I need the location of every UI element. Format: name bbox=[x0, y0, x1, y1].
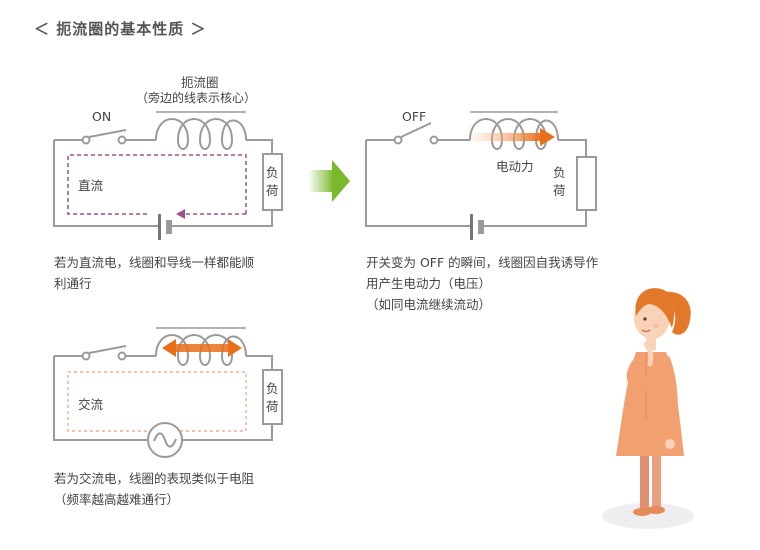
dc-current-label: 直流 bbox=[78, 178, 104, 193]
off-load-label-2: 荷 bbox=[553, 183, 566, 198]
ac-load bbox=[262, 369, 283, 425]
ac-source-icon bbox=[147, 422, 183, 458]
girl-illustration bbox=[602, 288, 694, 529]
off-caption-line-2: 用产生电动力（电压） bbox=[366, 276, 492, 291]
dc-caption-line-2: 利通行 bbox=[54, 276, 92, 291]
next-arrow-icon bbox=[308, 160, 350, 202]
dc-caption: 若为直流电，线圈和导线一样都能顺 利通行 bbox=[54, 252, 254, 294]
dc-switch bbox=[81, 129, 127, 145]
off-load bbox=[576, 156, 597, 211]
off-caption: 开关变为 OFF 的瞬间，线圈因自我诱导作 用产生电动力（电压） （如同电流继续… bbox=[366, 252, 598, 315]
dc-current-path bbox=[67, 154, 247, 215]
off-switch bbox=[393, 122, 439, 145]
dc-current-arrow bbox=[176, 209, 185, 219]
ac-coil bbox=[155, 334, 247, 366]
ac-caption-line-1: 若为交流电，线圈的表现类似于电阻 bbox=[54, 471, 255, 486]
off-circuit bbox=[365, 111, 587, 227]
ac-load-label-2: 荷 bbox=[266, 399, 279, 414]
dc-load-label-1: 负 bbox=[266, 165, 279, 180]
ac-caption-line-2: （频率越高越难通行） bbox=[54, 492, 180, 507]
emf-arrow bbox=[472, 128, 555, 146]
dc-switch-label: ON bbox=[92, 109, 111, 124]
page-title: ＜ 扼流圈的基本性质 ＞ bbox=[34, 20, 207, 38]
dc-load-label-2: 荷 bbox=[266, 183, 279, 198]
ac-caption: 若为交流电，线圈的表现类似于电阻 （频率越高越难通行） bbox=[54, 468, 254, 510]
ac-load-label-1: 负 bbox=[266, 381, 279, 396]
off-caption-line-3: （如同电流继续流动） bbox=[366, 297, 492, 312]
ac-circuit bbox=[53, 327, 273, 441]
dc-coil-note: （旁边的线表示核心） bbox=[136, 90, 256, 105]
dc-circuit bbox=[53, 111, 273, 227]
ac-switch bbox=[81, 345, 127, 361]
dc-load bbox=[262, 153, 283, 211]
off-switch-label: OFF bbox=[402, 109, 426, 124]
dc-coil bbox=[155, 118, 247, 150]
off-caption-line-1: 开关变为 OFF 的瞬间，线圈因自我诱导作 bbox=[366, 255, 599, 270]
off-battery bbox=[470, 214, 484, 240]
emf-label: 电动力 bbox=[496, 159, 534, 174]
ac-double-arrow bbox=[162, 339, 242, 357]
off-load-label-1: 负 bbox=[553, 165, 566, 180]
dc-coil-label: 扼流圈 bbox=[181, 75, 219, 90]
ac-current-label: 交流 bbox=[78, 397, 104, 412]
dc-caption-line-1: 若为直流电，线圈和导线一样都能顺 bbox=[54, 255, 255, 270]
dc-battery bbox=[158, 214, 172, 240]
